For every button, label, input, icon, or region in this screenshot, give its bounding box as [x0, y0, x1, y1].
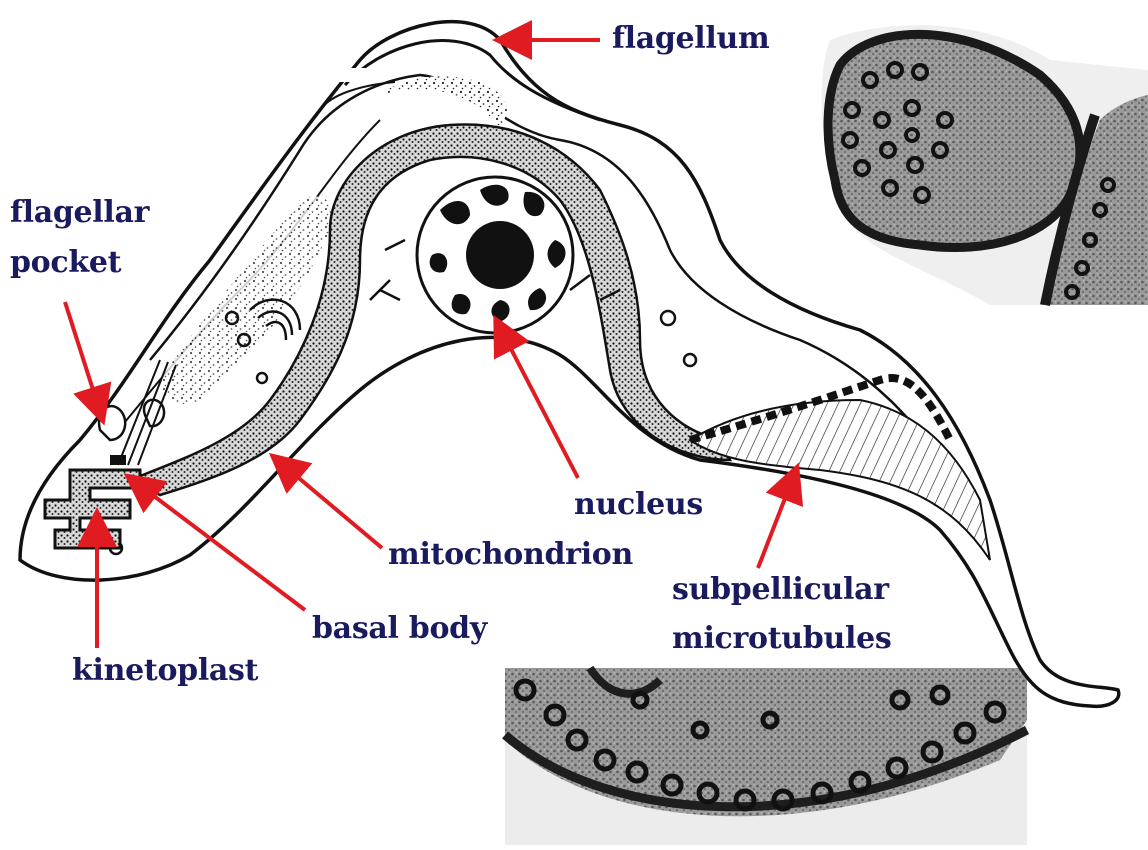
label-flagellum: flagellum	[612, 24, 769, 54]
label-flagellar-pocket-line2: pocket	[10, 248, 121, 278]
arrow-subpellicular	[758, 470, 796, 568]
arrow-mitochondrion	[275, 458, 382, 548]
micrograph-cross-section-bottom	[505, 668, 1027, 845]
label-mitochondrion: mitochondrion	[388, 540, 633, 570]
micrograph-cross-section-top	[822, 25, 1148, 305]
basal-body	[110, 455, 126, 465]
label-basal-body: basal body	[312, 614, 487, 644]
label-kinetoplast: kinetoplast	[72, 656, 258, 686]
label-subpellicular-line1: subpellicular	[672, 575, 889, 605]
label-subpellicular-line2: microtubules	[672, 624, 891, 654]
nucleus	[417, 177, 573, 333]
label-nucleus: nucleus	[574, 490, 703, 520]
label-flagellar-pocket-line1: flagellar	[10, 198, 149, 228]
arrow-flagellar-pocket	[65, 302, 102, 418]
